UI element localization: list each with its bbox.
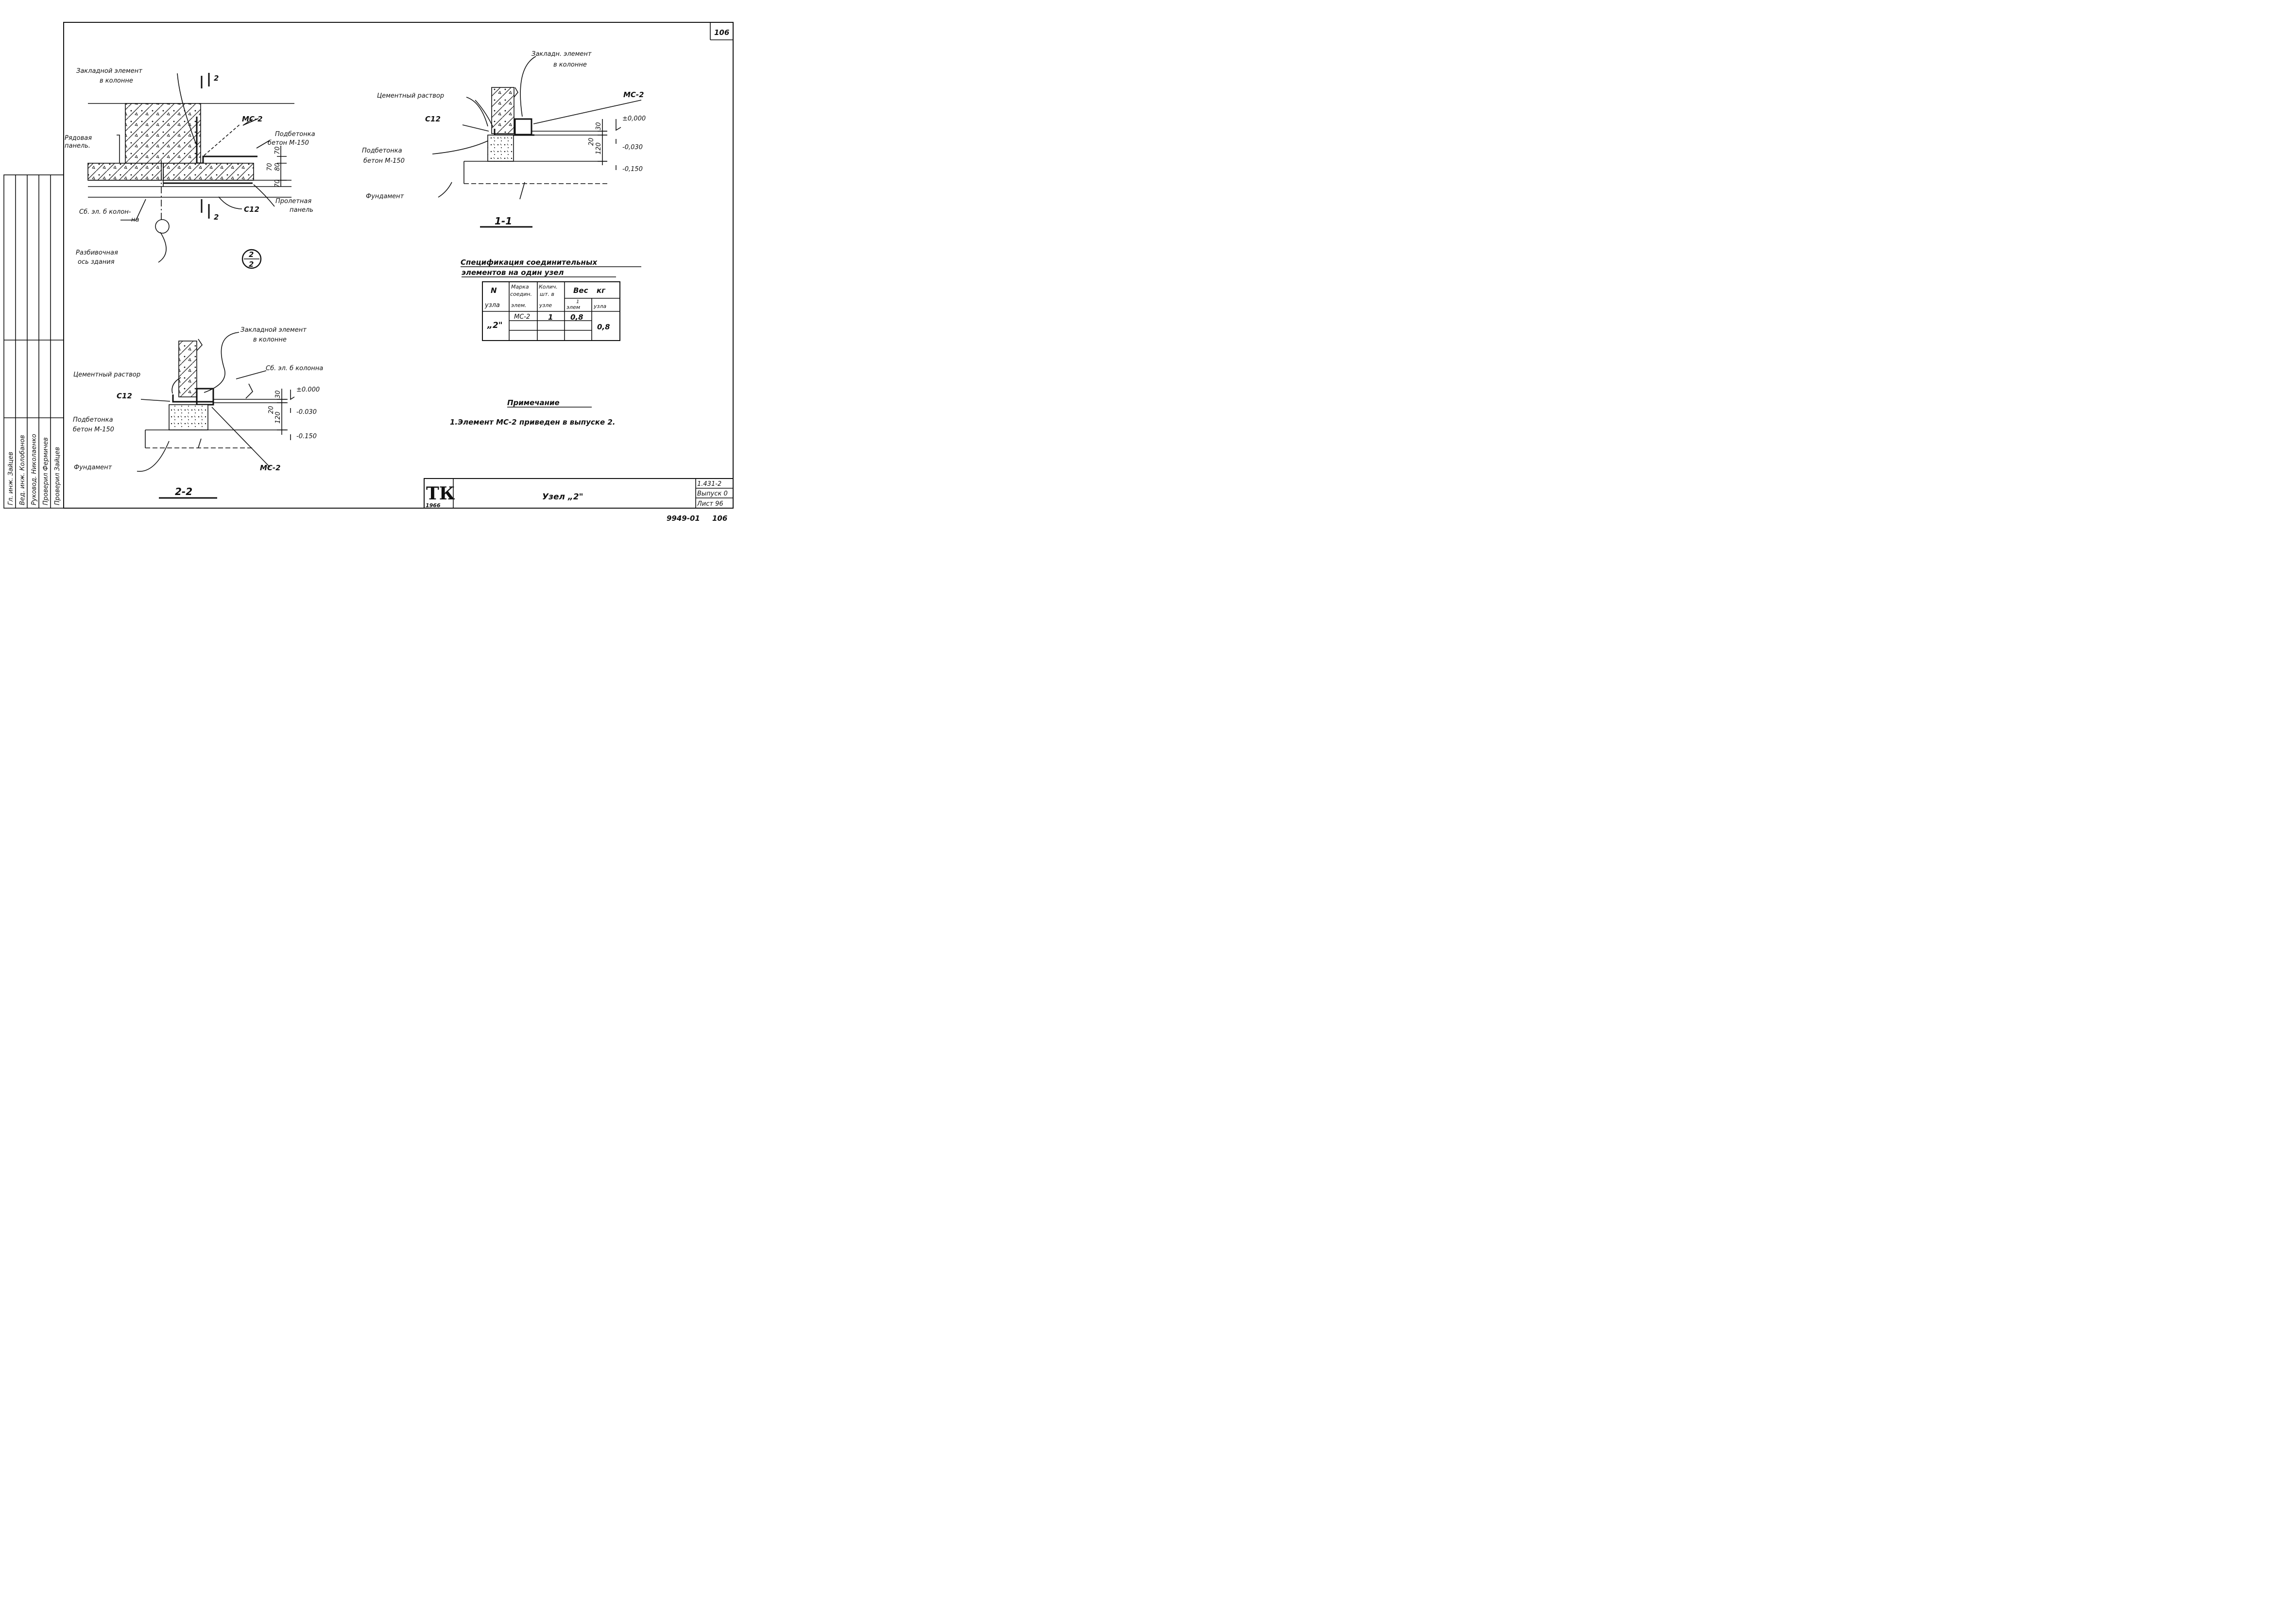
s22-label-foundation: Фундамент — [74, 464, 112, 471]
section-marker-circle: 2 2 — [241, 249, 262, 269]
side-row-3: Руковод. Николаенко — [31, 434, 38, 505]
s11-label-c12: С12 — [425, 115, 441, 123]
s22-label-mc: МС-2 — [260, 463, 281, 472]
spec-head-mark: Марка — [511, 284, 529, 290]
s2-label-column-2: на — [131, 216, 139, 223]
s22-level-1: -0.030 — [296, 409, 317, 416]
spec-head-n-2: узла — [484, 302, 500, 309]
cut-mark-top: 2 — [214, 74, 219, 83]
spec-row-w1: 0,8 — [570, 313, 583, 322]
s11-label-grout-2: бетон М-150 — [363, 157, 405, 165]
note-text: 1.Элемент МС-2 приведен в выпуске 2. — [450, 418, 616, 427]
side-row-1: Гл. инж. Зайцев — [7, 452, 15, 505]
cut-mark-bottom: 2 — [214, 213, 219, 222]
s2-label-embedded-2: в колонне — [100, 77, 133, 85]
stamp-issue: Выпуск 0 — [697, 490, 728, 497]
s2-label-span-panel: Пролетная — [275, 198, 311, 205]
spec-head-qty-3: узле — [539, 302, 552, 308]
s11-dim-c: 120 — [595, 142, 602, 154]
stamp-sheet: Лист 96 — [697, 500, 723, 508]
stamp-title: Узел „2" — [542, 492, 583, 502]
s2-label-c12: С12 — [244, 205, 259, 214]
s22-label-embedded: Закладной элемент — [240, 326, 307, 334]
s11-title: 1-1 — [495, 215, 512, 227]
s2-label-mc: МС-2 — [242, 115, 263, 123]
s11-level-1: -0,030 — [622, 144, 643, 151]
s11-label-mortar: Цементный раствор — [377, 92, 444, 100]
spec-row-qty: 1 — [548, 313, 553, 322]
s11-dim-a: 30 — [595, 122, 602, 130]
s2-label-grout: Подбетонка — [275, 131, 315, 138]
s11-level-0: ±0,000 — [622, 115, 646, 122]
s2-label-row-panel: Рядовая — [65, 135, 92, 142]
s22-level-2: -0.150 — [296, 433, 317, 440]
spec-head-w1-2: элем — [566, 304, 580, 310]
spec-table — [482, 281, 620, 341]
side-row-5: Проверил Зайцев — [54, 447, 61, 505]
sheet-number-box: 106 — [710, 22, 733, 40]
s11-label-foundation: Фундамент — [366, 193, 404, 200]
circle-bottom: 2 — [249, 260, 254, 269]
s22-level-0: ±0.000 — [296, 386, 320, 393]
stamp-year: 1966 — [426, 502, 441, 509]
dim-a: 70 — [274, 146, 281, 154]
dim-b: 80 — [274, 163, 281, 171]
spec-head-weight: Вес — [573, 286, 588, 295]
side-row-2: Вед. инж. Колобанов — [19, 435, 26, 505]
s22-dim-c: 120 — [274, 411, 282, 424]
spec-head-qty-2: шт. в — [540, 291, 554, 297]
s11-level-2: -0,150 — [622, 166, 643, 173]
s2-label-embedded: Закладной элемент — [76, 68, 142, 75]
spec-row-mark: МС-2 — [514, 313, 530, 321]
title-block — [424, 478, 734, 509]
section-1-1-drawing — [432, 56, 642, 228]
s22-label-grout: Подбетонка — [73, 416, 113, 424]
s22-label-embedded-2: в колонне — [253, 336, 287, 343]
s11-dim-b: 20 — [588, 137, 595, 146]
s22-dim-b: 20 — [268, 406, 275, 414]
spec-head-w2: узла — [593, 303, 606, 309]
footer-sheet: 106 — [712, 514, 727, 523]
s22-title: 2-2 — [175, 486, 192, 497]
note-title: Примечание — [507, 398, 560, 407]
spec-head-weight-unit: кг — [597, 286, 606, 295]
dim-d: 70 — [274, 179, 281, 188]
s2-label-row-panel-2: панель. — [65, 142, 90, 150]
spec-title-2: элементов на один узел — [462, 268, 564, 277]
s22-label-grout-2: бетон М-150 — [73, 426, 114, 433]
side-stamp — [3, 174, 64, 509]
s2-label-span-panel-2: панель — [290, 206, 313, 214]
s11-label-embedded: Закладн. элемент — [531, 51, 592, 58]
dim-c: 70 — [266, 163, 274, 171]
axis-bubble — [155, 219, 170, 234]
drawing-sheet: 106 2 2 70 80 70 70 — [3, 22, 734, 523]
s2-label-axis: Разбивочная — [76, 249, 118, 257]
spec-head-w1: 1 — [576, 299, 579, 305]
spec-head-n: N — [491, 286, 497, 295]
side-row-4: Проверил Фермичев — [42, 437, 50, 505]
circle-top: 2 — [249, 250, 254, 259]
stamp-series: 1.431-2 — [697, 480, 721, 488]
s22-dim-a: 30 — [274, 390, 282, 398]
spec-row-node: „2" — [487, 321, 503, 330]
s2-label-axis-2: ось здания — [78, 258, 115, 266]
footer-code: 9949-01 — [667, 514, 700, 523]
s11-label-grout: Подбетонка — [362, 147, 402, 154]
s11-label-embedded-2: в колонне — [553, 61, 587, 68]
section-2-plan: 2 2 70 80 70 70 — [87, 73, 294, 263]
sheet-number-top: 106 — [714, 28, 729, 37]
stamp-logo: ТК — [426, 483, 455, 504]
s11-label-mc: МС-2 — [623, 90, 644, 99]
s22-label-column: Сб. эл. б колонна — [266, 365, 323, 372]
spec-head-mark-3: элем. — [511, 302, 527, 308]
section-2-2-drawing — [137, 332, 295, 499]
spec-head-mark-2: соедин. — [510, 291, 532, 297]
s22-label-c12: С12 — [117, 392, 132, 400]
spec-head-qty: Колич. — [539, 284, 558, 290]
spec-row-w2: 0,8 — [597, 323, 610, 331]
s2-label-grout-2: бетон М-150 — [268, 139, 309, 147]
s22-label-mortar: Цементный раствор — [73, 371, 140, 378]
s2-label-column: Сб. эл. б колон- — [79, 208, 131, 216]
spec-title-1: Спецификация соединительных — [461, 258, 598, 267]
